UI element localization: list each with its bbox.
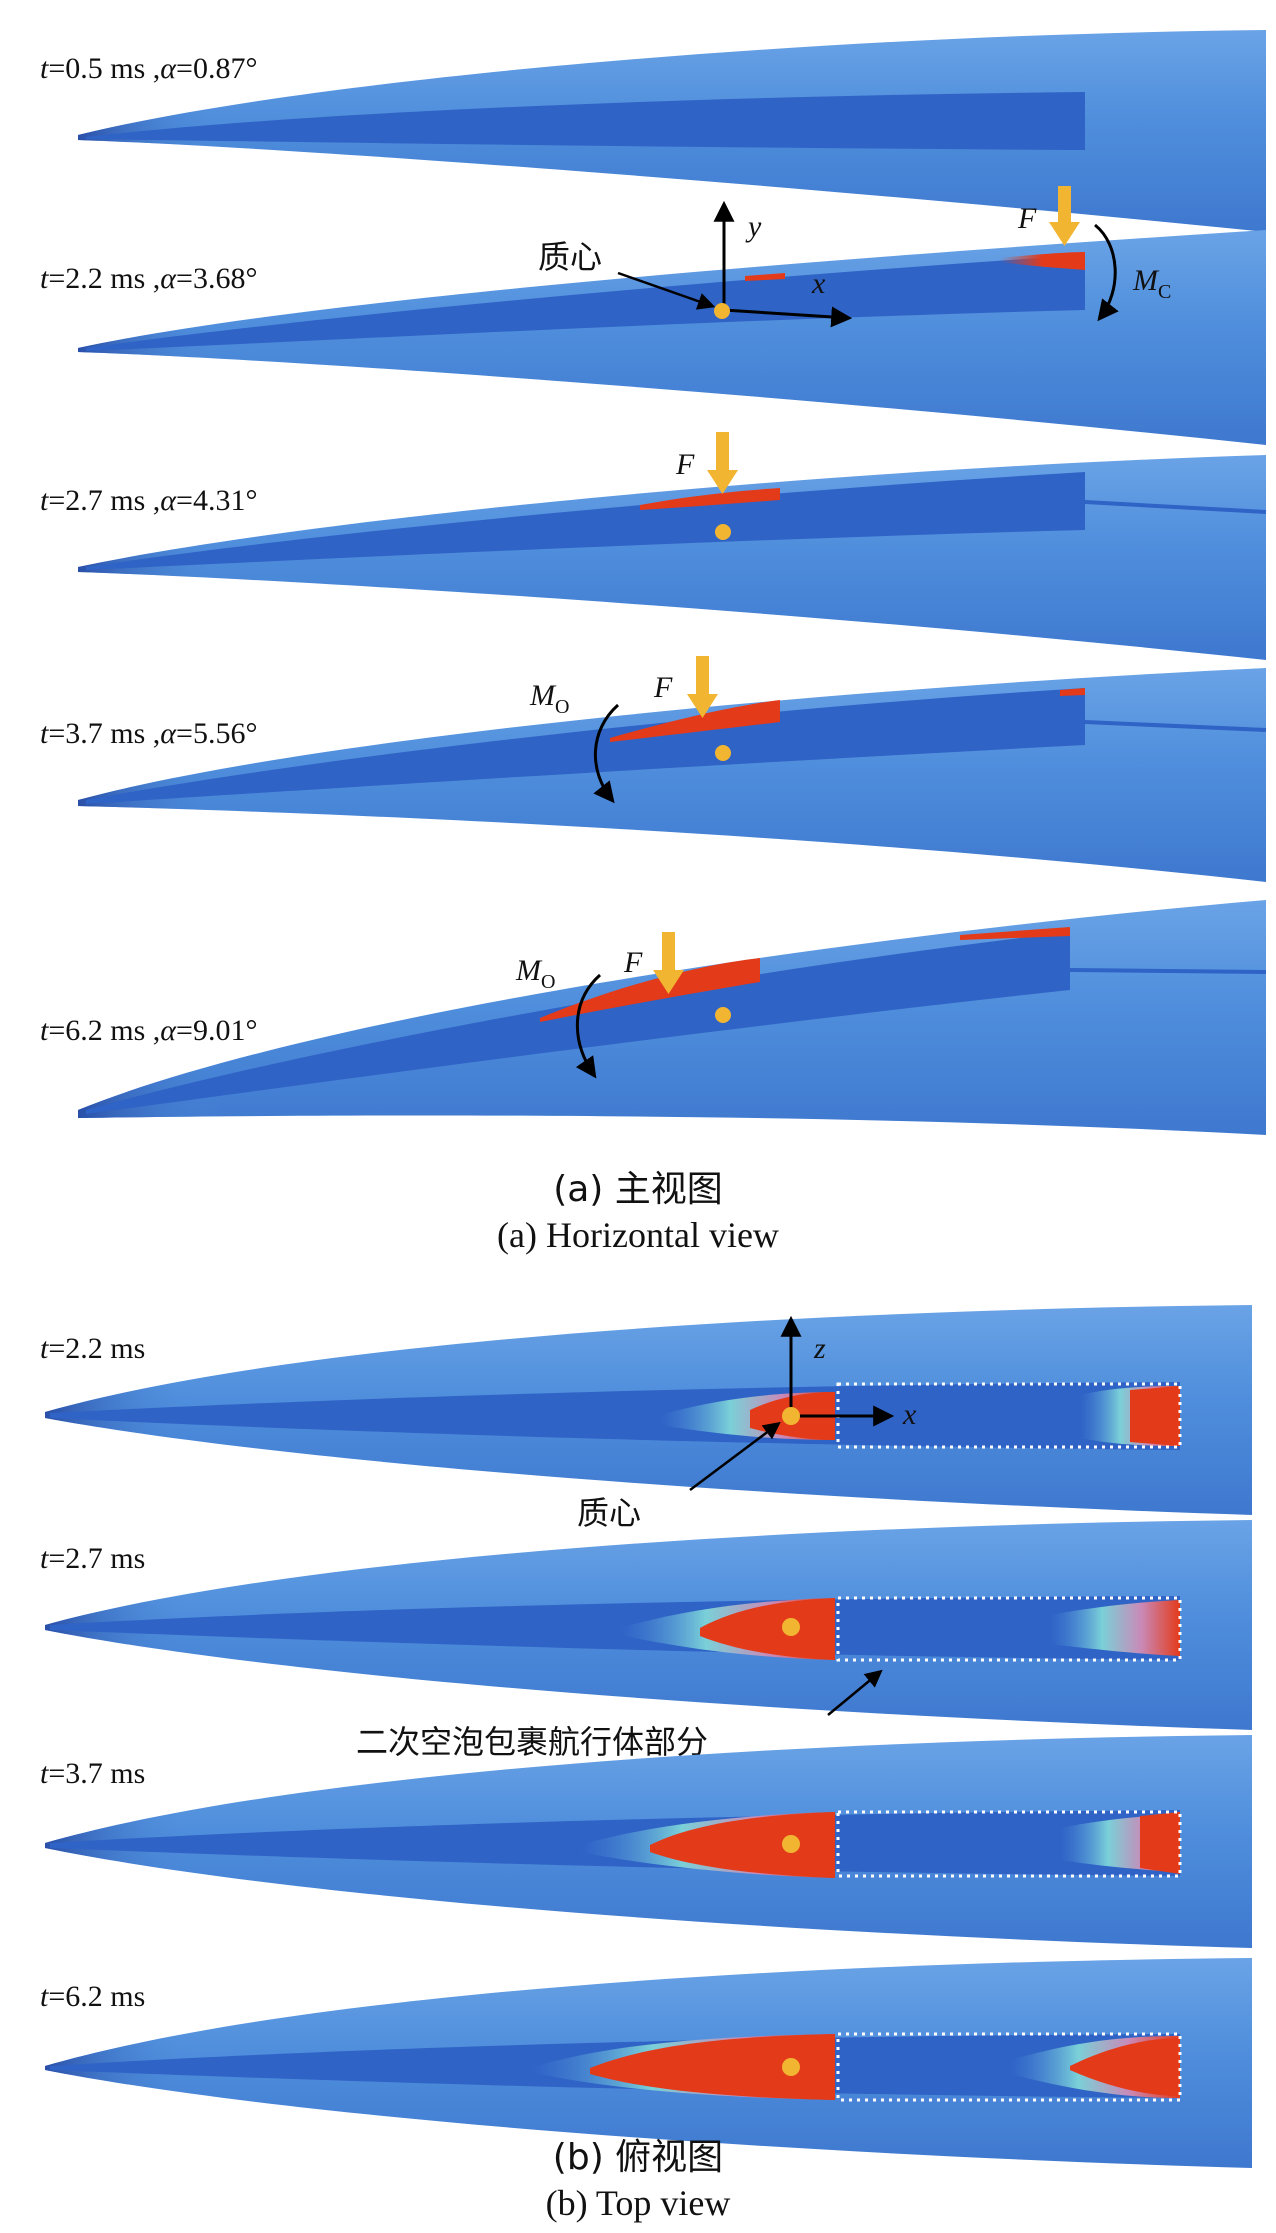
secondary-cavity-outline	[836, 2032, 1182, 2102]
frame-b3-label: t=3.7 ms	[40, 1757, 145, 1790]
frame-a4: t=3.7 ms ,α=5.56° F MO	[40, 656, 1267, 882]
cavity-red-region	[540, 958, 760, 1022]
centroid-dot	[715, 1007, 731, 1023]
wetted-band	[86, 688, 1085, 804]
secondary-cavity-outline	[836, 1810, 1182, 1878]
frame-b4: t=6.2 ms	[40, 1958, 1252, 2168]
frame-b1-label: t=2.2 ms	[40, 1332, 145, 1365]
cavity-red-region	[1000, 252, 1085, 270]
frame-b2-label: t=2.7 ms	[40, 1542, 145, 1575]
force-arrow-shaft	[716, 432, 729, 472]
wetted-band	[50, 1382, 1180, 1450]
cavity-red-region	[650, 1812, 835, 1878]
wetted-band	[86, 472, 1085, 570]
cavity-red-tail	[1070, 2038, 1180, 2096]
cavity-red-tail	[1140, 1812, 1180, 1874]
force-arrow-head	[1049, 222, 1080, 246]
centroid-dot	[715, 745, 731, 761]
frame-a1: t=0.5 ms ,α=0.87°	[40, 30, 1266, 232]
hull-seam	[1069, 968, 1267, 974]
wetted-band	[86, 92, 1085, 150]
wake-gradient-tail	[1050, 1600, 1180, 1656]
centroid-dot	[782, 1407, 800, 1425]
moment-c-arrow	[1094, 223, 1119, 322]
centroid-dot	[715, 524, 731, 540]
caption-a-zh: (a) 主视图	[553, 1169, 723, 1210]
moment-c-label: MC	[1132, 264, 1171, 303]
frame-b3: t=3.7 ms	[40, 1735, 1252, 1948]
centroid-pointer	[689, 1421, 781, 1491]
frame-a5-label: t=6.2 ms ,α=9.01°	[40, 1014, 257, 1047]
x-axis-label: x	[811, 267, 826, 300]
x-axis-arrow	[723, 306, 853, 328]
y-axis-label: y	[745, 210, 762, 243]
centroid-dot	[782, 2058, 800, 2076]
frame-a3: t=2.7 ms ,α=4.31° F	[40, 432, 1267, 660]
moment-o-label: MO	[515, 954, 555, 993]
force-label: F	[623, 946, 643, 979]
moment-o-arrow	[575, 973, 601, 1079]
frame-b1: t=2.2 ms z x 质心	[40, 1305, 1252, 1532]
centroid-label: 质心	[577, 1494, 641, 1532]
part-a-horizontal-view: t=0.5 ms ,α=0.87° t=2.2 ms ,α=3.68° y x …	[40, 30, 1267, 1135]
force-arrow-head	[707, 470, 738, 494]
centroid-dot	[782, 1618, 800, 1636]
force-arrow-shaft	[662, 932, 675, 972]
centroid-dot	[782, 1835, 800, 1853]
hull-seam	[1084, 720, 1267, 732]
force-label: F	[675, 448, 695, 481]
moment-o-label: MO	[529, 679, 569, 718]
frame-a2: t=2.2 ms ,α=3.68° y x 质心 F MC	[40, 186, 1266, 445]
caption-b-en: (b) Top view	[545, 2183, 731, 2223]
z-axis-label: z	[813, 1332, 826, 1365]
force-label: F	[1017, 202, 1037, 235]
force-arrow-head	[653, 970, 684, 994]
cavity-red-region	[700, 1598, 835, 1660]
moment-o-arrow	[593, 703, 619, 804]
force-label: F	[653, 671, 673, 704]
cavity-red-tail	[960, 927, 1070, 940]
wetted-band	[86, 255, 1085, 351]
cavity-red-region	[590, 2034, 835, 2100]
frame-a3-label: t=2.7 ms ,α=4.31°	[40, 484, 257, 517]
cavity-red-small	[745, 273, 785, 281]
force-arrow-shaft	[696, 656, 709, 696]
frame-a4-label: t=3.7 ms ,α=5.56°	[40, 717, 257, 750]
centroid-pointer	[617, 271, 716, 310]
secondary-cavity-pointer	[827, 1669, 883, 1716]
cavity-red-region	[610, 700, 780, 742]
cavity-red-tail	[1060, 688, 1085, 696]
secondary-cavity-outline	[836, 1596, 1182, 1662]
force-arrow-shaft	[1058, 186, 1071, 224]
caption-b-zh: (b) 俯视图	[552, 2137, 724, 2178]
frame-b4-label: t=6.2 ms	[40, 1980, 145, 2013]
caption-a-en: (a) Horizontal view	[497, 1215, 779, 1255]
centroid-dot	[714, 303, 730, 319]
hull-seam	[1084, 500, 1267, 514]
secondary-cavity-label: 二次空泡包裹航行体部分	[356, 1723, 708, 1761]
frame-b2: t=2.7 ms 二次空泡包裹航行体部分	[40, 1520, 1252, 1761]
part-b-top-view: t=2.2 ms z x 质心 t=2.7 ms 二次空泡包裹航行体部分	[40, 1305, 1252, 2168]
centroid-label: 质心	[538, 238, 602, 276]
frame-a1-label: t=0.5 ms ,α=0.87°	[40, 52, 257, 85]
x-axis-label: x	[902, 1398, 917, 1431]
cavity-red-region	[640, 488, 780, 510]
force-arrow-head	[687, 694, 718, 718]
wetted-band	[50, 1596, 1180, 1660]
cavity-red-tail	[1130, 1386, 1180, 1446]
frame-a2-label: t=2.2 ms ,α=3.68°	[40, 262, 257, 295]
frame-a5: t=6.2 ms ,α=9.01° F MO	[40, 900, 1267, 1135]
